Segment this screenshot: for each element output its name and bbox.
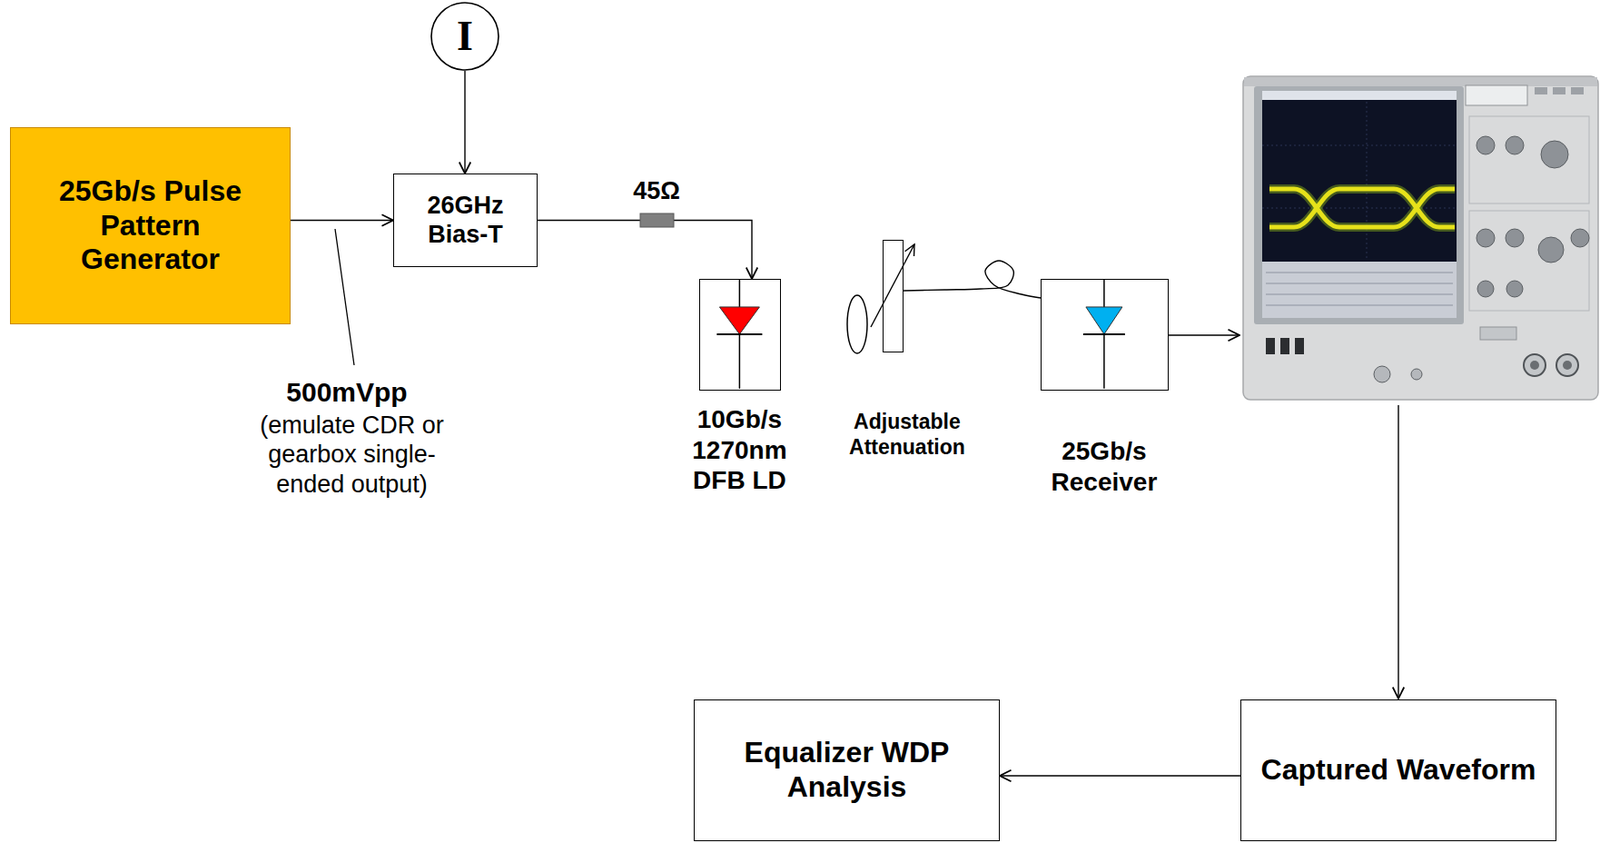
scope-table-rule	[1265, 305, 1453, 307]
signal-label: 500mVpp	[269, 375, 425, 409]
scope-table-rule	[1265, 294, 1453, 296]
scope-grid	[1366, 101, 1368, 259]
scope-knob	[1538, 237, 1564, 263]
scope-connector	[1523, 354, 1546, 376]
scope-bezel	[1254, 86, 1464, 325]
scope-knob	[1570, 228, 1590, 247]
adjust-arrow-head	[905, 244, 915, 257]
scope-button	[1294, 337, 1304, 355]
scope-knob	[1476, 228, 1495, 247]
node-label: Equalizer WDP Analysis	[720, 735, 975, 805]
connector	[290, 219, 394, 221]
scope-button	[1570, 87, 1584, 95]
note-label: (emulate CDR or gearbox single-ended out…	[236, 410, 468, 499]
circle-outline	[431, 2, 499, 70]
diode-symbol	[700, 279, 780, 389]
oscilloscope	[1243, 76, 1599, 400]
resistor-symbol	[640, 213, 674, 228]
scope-knob	[1505, 136, 1524, 155]
scope-top-strip	[1244, 77, 1598, 87]
fiber-link	[903, 260, 1041, 298]
node-label: 25Gb/s Pulse Pattern Generator	[37, 174, 265, 277]
waveform-box: Captured Waveform	[1240, 699, 1557, 841]
eye-trace	[1269, 188, 1455, 228]
scope-table-rule	[1265, 283, 1453, 285]
leader-line	[335, 228, 355, 366]
signal-arrow	[1168, 334, 1240, 336]
node-label: 26GHz Bias-T	[407, 191, 524, 250]
node-label: Adjustable Attenuation	[840, 409, 973, 460]
node-label: 10Gb/s 1270nm DFB LD	[682, 404, 797, 496]
diode-bar	[716, 333, 762, 336]
node-label: 25Gb/s Receiver	[1040, 435, 1168, 497]
scope-screen	[1262, 90, 1457, 318]
scope-button	[1280, 337, 1290, 355]
scope-connector	[1373, 365, 1391, 383]
scope-button	[1534, 87, 1548, 95]
laser-diode: 10Gb/s 1270nm DFB LD	[699, 278, 781, 391]
scope-knob	[1506, 280, 1523, 297]
adjust-arrow	[870, 244, 915, 327]
scope-table	[1262, 261, 1457, 318]
attenuator: Adjustable Attenuation	[882, 239, 904, 353]
current-source: I	[430, 1, 500, 71]
scope-connector	[1562, 360, 1572, 370]
scope-grid	[1262, 145, 1457, 147]
eye-trace	[1269, 188, 1455, 228]
resistor-value: 45Ω	[620, 176, 693, 206]
scope-button	[1265, 337, 1275, 355]
scope-button	[1552, 87, 1566, 95]
scope-connector	[1556, 354, 1579, 376]
eye-trace	[1269, 188, 1455, 228]
scope-knob	[1477, 280, 1494, 297]
scope-panel	[1469, 116, 1590, 204]
bias-tee: 26GHz Bias-T	[393, 173, 538, 267]
diode-symbol	[1041, 279, 1167, 389]
diode-bar	[1083, 333, 1126, 336]
scope-knob	[1540, 140, 1569, 168]
scope-panel	[1469, 210, 1590, 311]
node-label: Captured Waveform	[1261, 752, 1537, 788]
scope-table-rule	[1265, 272, 1453, 274]
connector	[999, 774, 1241, 776]
lens-symbol	[847, 295, 868, 354]
diode-triangle	[1086, 306, 1123, 335]
scope-body	[1243, 76, 1599, 400]
scope-toolbar	[1262, 90, 1457, 100]
scope-grid	[1262, 207, 1457, 209]
eye-trace	[1269, 188, 1455, 228]
connector	[464, 70, 465, 174]
connector	[537, 220, 752, 280]
scope-connector	[1530, 360, 1540, 370]
attenuator-symbol	[883, 240, 905, 354]
scope-knob	[1476, 136, 1495, 155]
receiver: 25Gb/s Receiver	[1040, 278, 1169, 391]
pulse-pattern-generator: 25Gb/s Pulse Pattern Generator	[9, 127, 291, 325]
equalizer-box: Equalizer WDP Analysis	[693, 699, 1000, 841]
signal-arrow	[1397, 404, 1399, 699]
scope-knob	[1505, 228, 1524, 247]
scope-connector	[1411, 368, 1423, 380]
node-label: I	[456, 15, 474, 58]
scope-button	[1480, 326, 1517, 340]
diode-triangle	[719, 306, 760, 335]
scope-display	[1465, 85, 1528, 106]
